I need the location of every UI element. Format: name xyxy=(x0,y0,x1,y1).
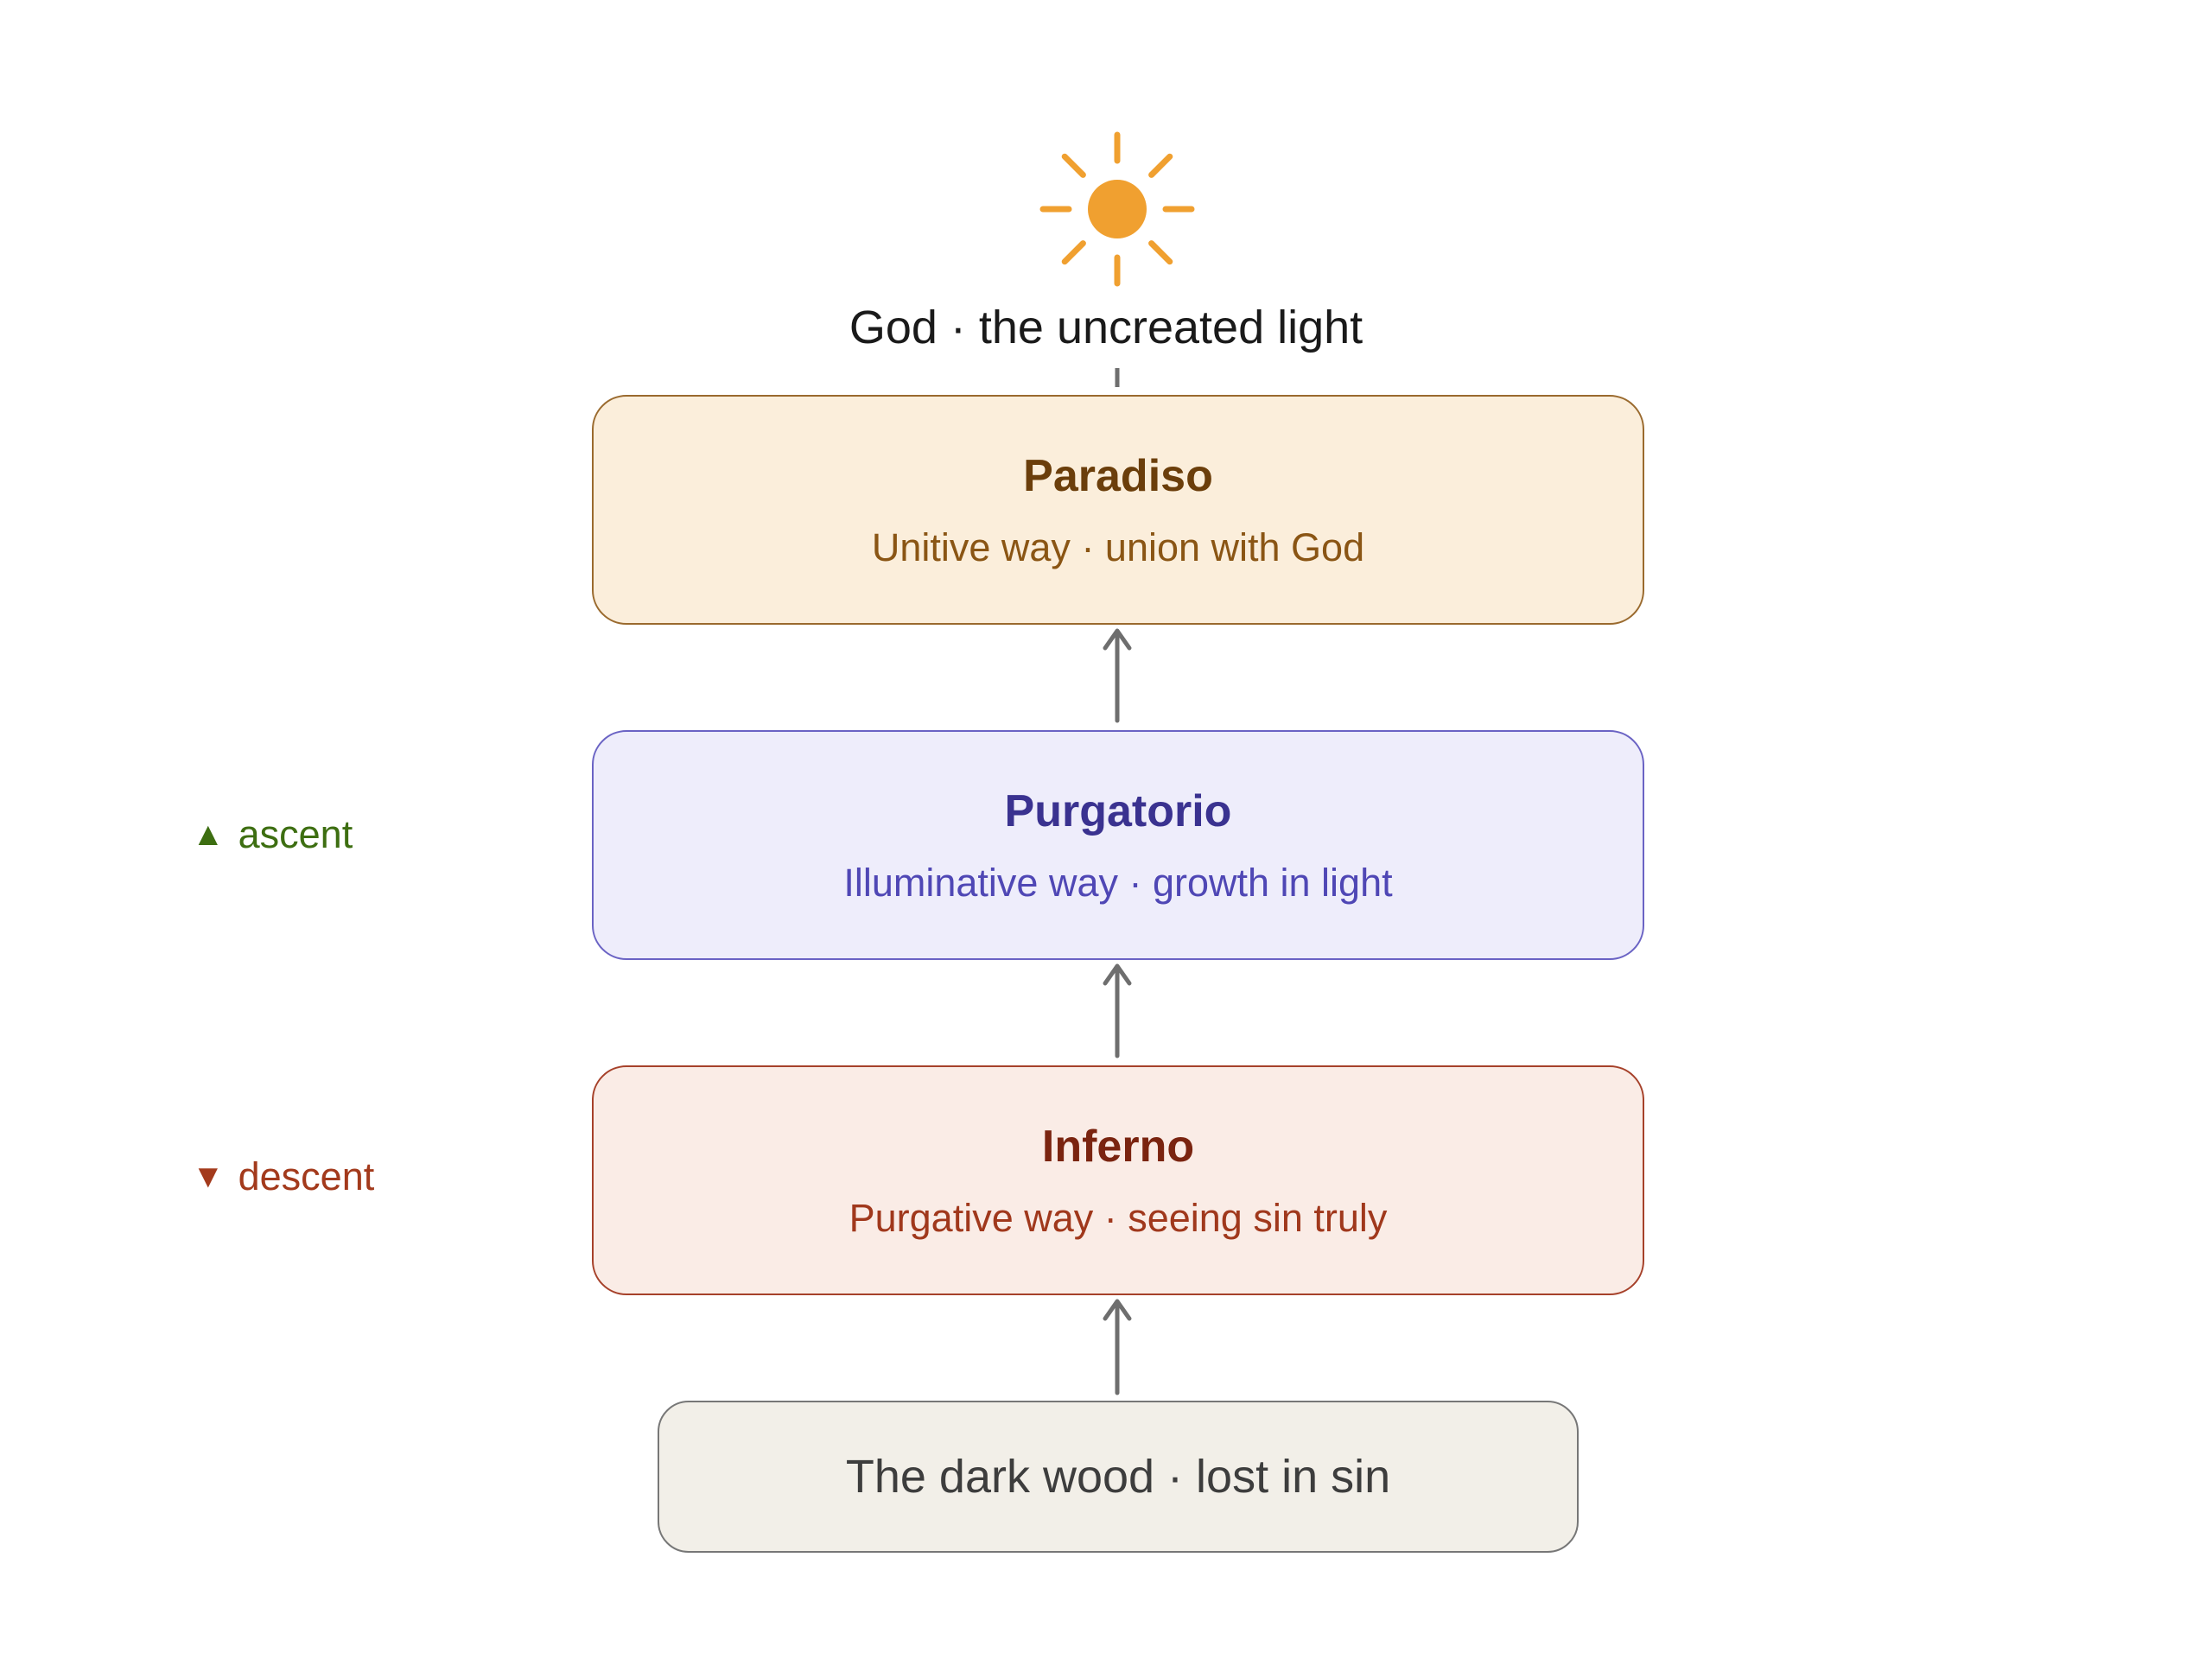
paradiso-title: Paradiso xyxy=(1023,450,1213,501)
ascent-label: ▲ ascent xyxy=(192,815,353,854)
paradiso-subtitle: Unitive way · union with God xyxy=(871,524,1365,569)
purgatorio-title: Purgatorio xyxy=(1004,785,1232,836)
inferno-box: Inferno Purgative way · seeing sin truly xyxy=(592,1065,1644,1295)
god-label: God · the uncreated light xyxy=(849,302,1363,353)
sun-ray xyxy=(1148,153,1173,178)
arrow-inferno-to-purgatorio xyxy=(1103,963,1132,1058)
dark-wood-label: The dark wood · lost in sin xyxy=(845,1451,1391,1503)
sun-ray xyxy=(1061,240,1086,265)
arrow-darkwood-to-inferno xyxy=(1103,1299,1132,1395)
sun-ray xyxy=(1061,153,1086,178)
descent-label: ▼ descent xyxy=(192,1157,374,1196)
purgatorio-box: Purgatorio Illuminative way · growth in … xyxy=(592,730,1644,960)
up-triangle-icon: ▲ xyxy=(192,816,225,853)
arrow-purgatorio-to-paradiso xyxy=(1103,628,1132,723)
ascent-text: ascent xyxy=(238,812,353,856)
down-triangle-icon: ▼ xyxy=(192,1158,225,1195)
inferno-title: Inferno xyxy=(1041,1121,1195,1172)
sun-ray xyxy=(1148,240,1173,265)
sun-icon xyxy=(1039,131,1195,287)
paradiso-box: Paradiso Unitive way · union with God xyxy=(592,395,1644,625)
purgatorio-subtitle: Illuminative way · growth in light xyxy=(843,860,1393,905)
dark-wood-box: The dark wood · lost in sin xyxy=(658,1401,1579,1553)
descent-text: descent xyxy=(238,1154,375,1198)
inferno-subtitle: Purgative way · seeing sin truly xyxy=(849,1195,1388,1240)
